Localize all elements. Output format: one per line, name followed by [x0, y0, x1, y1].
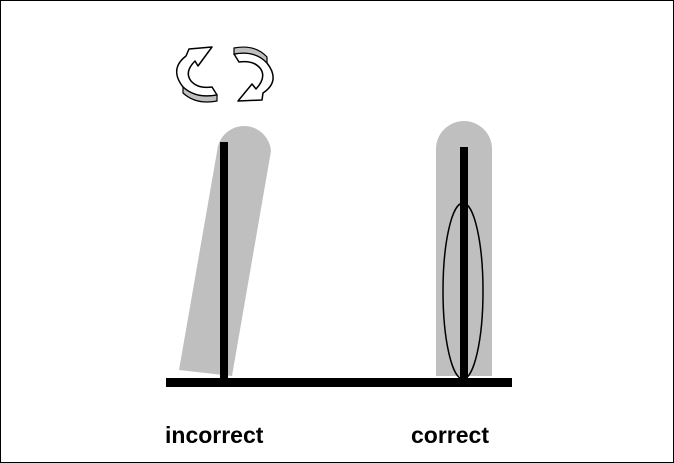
base-line: [166, 378, 512, 387]
rotate-arrows-icon: [176, 46, 274, 103]
correct-rod: [460, 147, 468, 379]
correct-label: correct: [411, 422, 489, 448]
incorrect-rod: [220, 142, 228, 380]
incorrect-label: incorrect: [165, 422, 264, 448]
